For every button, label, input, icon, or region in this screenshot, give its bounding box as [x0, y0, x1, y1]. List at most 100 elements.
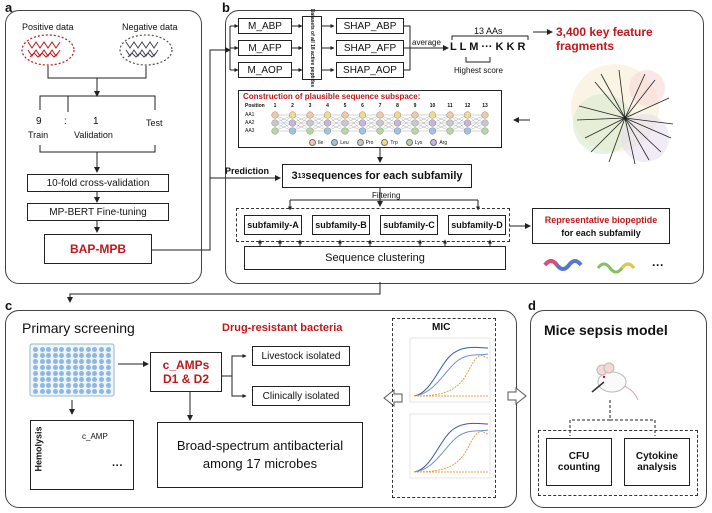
position-number: 6	[361, 103, 364, 109]
panel-label-c: c	[5, 298, 13, 313]
legend-item: Lys	[405, 139, 423, 146]
well	[39, 389, 45, 394]
position-number: 4	[326, 103, 329, 109]
validation-label: Validation	[74, 130, 113, 140]
well	[52, 371, 58, 376]
well	[59, 377, 65, 382]
seq-l2: L	[459, 41, 467, 53]
aa-node	[341, 119, 349, 127]
well	[33, 377, 38, 382]
well	[46, 389, 52, 394]
aa-node	[271, 119, 279, 127]
well	[59, 347, 65, 352]
legend-swatch	[381, 139, 389, 146]
panel-label-b: b	[222, 0, 230, 15]
legend-swatch	[331, 139, 339, 146]
well	[105, 383, 111, 388]
well	[39, 353, 45, 358]
subspace-title: Construction of plausible sequence subsp…	[243, 92, 421, 101]
shap-aop: SHAP_AOP	[336, 62, 404, 78]
well	[72, 347, 78, 352]
well	[52, 365, 58, 370]
well	[85, 371, 91, 376]
aa-node	[271, 111, 279, 119]
aa-node	[446, 111, 454, 119]
well	[92, 389, 98, 394]
legend-swatch	[309, 139, 316, 146]
aa-node	[481, 127, 489, 135]
seq-space-rest: sequences for each subfamily	[305, 170, 463, 182]
mic-label: MIC	[432, 322, 451, 333]
finetune-box: MP-BERT Fine-tuning	[27, 203, 169, 221]
filtering-label: Filtering	[372, 191, 401, 200]
broad-line2: among 17 microbes	[202, 456, 318, 471]
well	[52, 377, 58, 382]
legend-swatch	[356, 139, 364, 146]
legend-label: Pro	[365, 139, 374, 146]
aa-node	[428, 127, 436, 135]
well	[39, 377, 45, 382]
position-number: 12	[464, 103, 471, 109]
c-amps-box: c_AMPs D1 & D2	[150, 352, 222, 392]
aa-node	[323, 111, 331, 119]
well	[92, 347, 98, 352]
hemolysis-label: Hemolysis	[33, 426, 44, 472]
aa-node	[306, 127, 314, 135]
legend-swatch	[405, 139, 413, 146]
seq-r: R	[517, 41, 526, 53]
well	[66, 353, 71, 358]
position-number: 5	[343, 103, 347, 109]
validation-ratio: 1	[93, 116, 99, 127]
well	[52, 389, 58, 394]
well	[79, 377, 85, 382]
aa-node	[358, 127, 366, 135]
well	[72, 371, 78, 376]
well	[105, 353, 111, 358]
subfamily-a: subfamily-A	[244, 215, 302, 235]
seq-l1: L	[450, 41, 457, 53]
position-number: 1	[273, 103, 277, 109]
well	[46, 383, 52, 388]
well	[33, 347, 38, 352]
highest-score-label: Highest score	[454, 66, 503, 75]
representative-subtitle: for each subfamily	[561, 227, 641, 238]
aa-node	[306, 111, 314, 119]
dataset-box: Datasets of all 18 active peptides	[302, 9, 322, 87]
aa-node	[289, 119, 297, 127]
more-peptides: ···	[652, 258, 664, 272]
aa-node	[376, 111, 384, 119]
drug-resistant-label: Drug-resistant bacteria	[222, 322, 343, 334]
well	[72, 383, 78, 388]
aa-node	[428, 119, 436, 127]
cfu-box: CFU counting	[546, 438, 612, 486]
subspace-box: Construction of plausible sequence subsp…	[238, 90, 502, 148]
well	[105, 347, 111, 352]
positive-data-label: Positive data	[22, 22, 74, 32]
well	[52, 359, 58, 364]
c-amps-line2: D1 & D2	[162, 372, 209, 386]
well	[46, 371, 52, 376]
well	[85, 347, 91, 352]
position-label: Position	[245, 103, 265, 109]
legend-label: Lys	[414, 139, 423, 146]
well	[39, 371, 45, 376]
legend-item: Leu	[331, 139, 349, 146]
aa-node	[341, 111, 349, 119]
tube-camp-label: c_AMP	[82, 432, 108, 441]
broad-line1: Broad-spectrum antibacterial	[176, 438, 344, 453]
well	[33, 359, 38, 364]
well	[105, 365, 111, 370]
well	[85, 365, 91, 370]
subspace-graph	[271, 111, 489, 135]
broad-spectrum-box: Broad-spectrum antibacterial among 17 mi…	[157, 422, 363, 488]
well	[52, 383, 58, 388]
well	[85, 359, 91, 364]
clinical-box: Clinically isolated	[252, 386, 350, 406]
well	[99, 353, 104, 358]
well	[59, 389, 65, 394]
primary-screening-label: Primary screening	[22, 320, 135, 336]
aa-row-label: AA3	[245, 128, 255, 134]
tube-more: ···	[112, 460, 123, 472]
